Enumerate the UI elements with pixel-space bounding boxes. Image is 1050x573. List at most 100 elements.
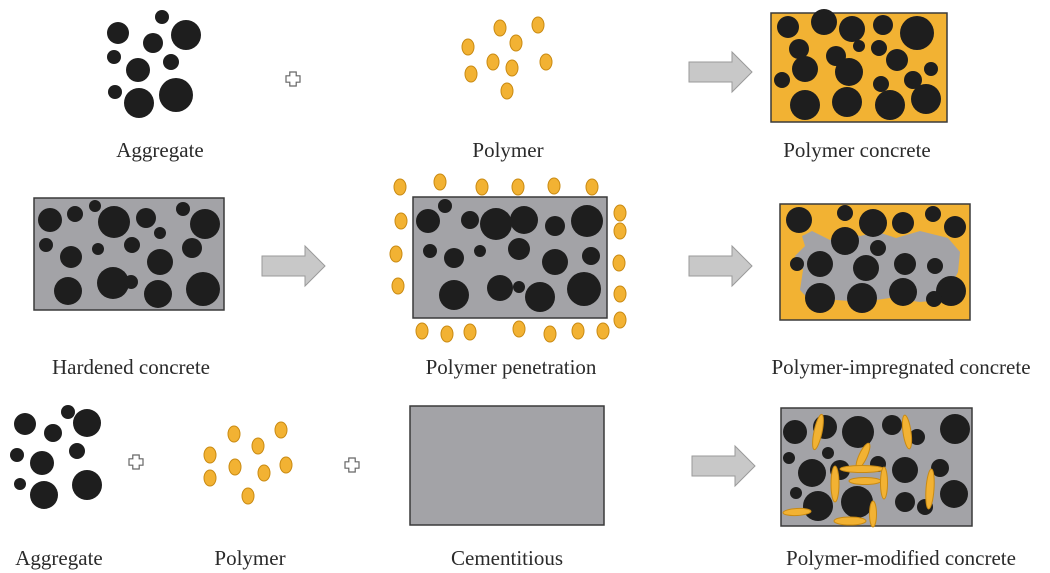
aggregate-particle <box>774 72 790 88</box>
polymer-particle <box>464 65 478 83</box>
polymer-concrete-block <box>770 9 948 123</box>
aggregate-particle <box>136 208 156 228</box>
polymer-particle <box>901 414 913 450</box>
aggregate-particle <box>931 459 949 477</box>
plus-icon <box>128 454 144 470</box>
aggregate-particle <box>67 206 83 222</box>
polymer-particle <box>613 222 627 240</box>
aggregate-particle <box>936 276 966 306</box>
label-polymer-penetration: Polymer penetration <box>425 355 597 379</box>
aggregate-particle <box>832 87 862 117</box>
aggregate-particle <box>567 272 601 306</box>
aggregate-particle <box>14 478 26 490</box>
polymer-particle <box>509 34 523 52</box>
aggregate-particle <box>792 56 818 82</box>
cementitious-block <box>409 405 605 526</box>
aggregate-particle <box>831 227 859 255</box>
aggregate-particle <box>842 416 874 448</box>
polymer-particle <box>279 456 293 474</box>
polymer-particle <box>274 421 288 439</box>
aggregate-particle <box>873 76 889 92</box>
aggregate-particle <box>783 420 807 444</box>
aggregate-particle <box>542 249 568 275</box>
aggregate-particle <box>847 283 877 313</box>
aggregate-particle <box>837 205 853 221</box>
aggregate-particle <box>126 58 150 82</box>
polymer-particle <box>227 425 241 443</box>
aggregate-particle <box>940 414 970 444</box>
aggregate-cluster-top <box>107 10 201 118</box>
aggregate-particle <box>835 58 863 86</box>
aggregate-particle <box>147 249 173 275</box>
aggregate-particle <box>839 16 865 42</box>
aggregate-particle <box>54 277 82 305</box>
label-hardened-concrete: Hardened concrete <box>52 355 210 379</box>
polymer-particle <box>228 458 242 476</box>
polymer-particle <box>925 468 935 510</box>
polymer-particle <box>493 19 507 37</box>
aggregate-particle <box>875 90 905 120</box>
polymer-particle <box>880 466 888 500</box>
aggregate-particle <box>811 9 837 35</box>
label-aggregate-top: Aggregate <box>116 138 204 162</box>
aggregate-particle <box>571 205 603 237</box>
aggregate-particle <box>73 409 101 437</box>
aggregate-particle <box>461 211 479 229</box>
aggregate-particle <box>92 243 104 255</box>
aggregate-particle <box>841 486 873 518</box>
aggregate-particle <box>886 49 908 71</box>
aggregate-particle <box>107 50 121 64</box>
aggregate-particle <box>143 33 163 53</box>
aggregate-particle <box>186 272 220 306</box>
aggregate-particle <box>871 40 887 56</box>
aggregate-particle <box>10 448 24 462</box>
polymer-particle <box>782 507 812 517</box>
polymer-penetration-block <box>389 173 627 343</box>
label-polymer-bottom: Polymer <box>214 546 286 570</box>
hardened-concrete-block <box>33 197 225 311</box>
aggregate-particle <box>789 39 809 59</box>
aggregate-particle <box>30 451 54 475</box>
aggregate-particle <box>894 253 916 275</box>
aggregate-particle <box>927 258 943 274</box>
aggregate-particle <box>944 216 966 238</box>
polymer-particle <box>585 178 599 196</box>
aggregate-particle <box>108 85 122 99</box>
polymer-particle <box>203 469 217 487</box>
polymer-impregnated-block <box>779 203 971 321</box>
arrow-right-icon <box>691 444 756 488</box>
polymer-particle <box>500 82 514 100</box>
polymer-particle <box>475 178 489 196</box>
aggregate-particle <box>926 291 942 307</box>
aggregate-particle <box>155 10 169 24</box>
polymer-cluster-top <box>461 16 553 100</box>
aggregate-particle <box>786 207 812 233</box>
aggregate-particle <box>822 447 834 459</box>
polymer-particle <box>203 446 217 464</box>
polymer-particle <box>612 254 626 272</box>
aggregate-cluster-bottom <box>10 405 102 509</box>
polymer-particle <box>251 437 265 455</box>
aggregate-particle <box>60 246 82 268</box>
aggregate-particle <box>853 255 879 281</box>
aggregate-particle <box>159 78 193 112</box>
aggregate-particle <box>107 22 129 44</box>
aggregate-particle <box>182 238 202 258</box>
label-polymer-concrete: Polymer concrete <box>783 138 931 162</box>
polymer-particle <box>393 178 407 196</box>
polymer-particle <box>391 277 405 295</box>
polymer-particle <box>613 311 627 329</box>
polymer-particle <box>433 173 447 191</box>
aggregate-particle <box>439 280 469 310</box>
polymer-particle <box>394 212 408 230</box>
aggregate-particle <box>444 248 464 268</box>
cementitious-box <box>409 405 605 526</box>
aggregate-particle <box>925 206 941 222</box>
aggregate-particle <box>510 206 538 234</box>
aggregate-particle <box>190 209 220 239</box>
arrow-right-icon <box>261 244 326 288</box>
polymer-modified-block <box>780 407 973 528</box>
aggregate-particle <box>790 90 820 120</box>
aggregate-particle <box>487 275 513 301</box>
aggregate-particle <box>124 237 140 253</box>
